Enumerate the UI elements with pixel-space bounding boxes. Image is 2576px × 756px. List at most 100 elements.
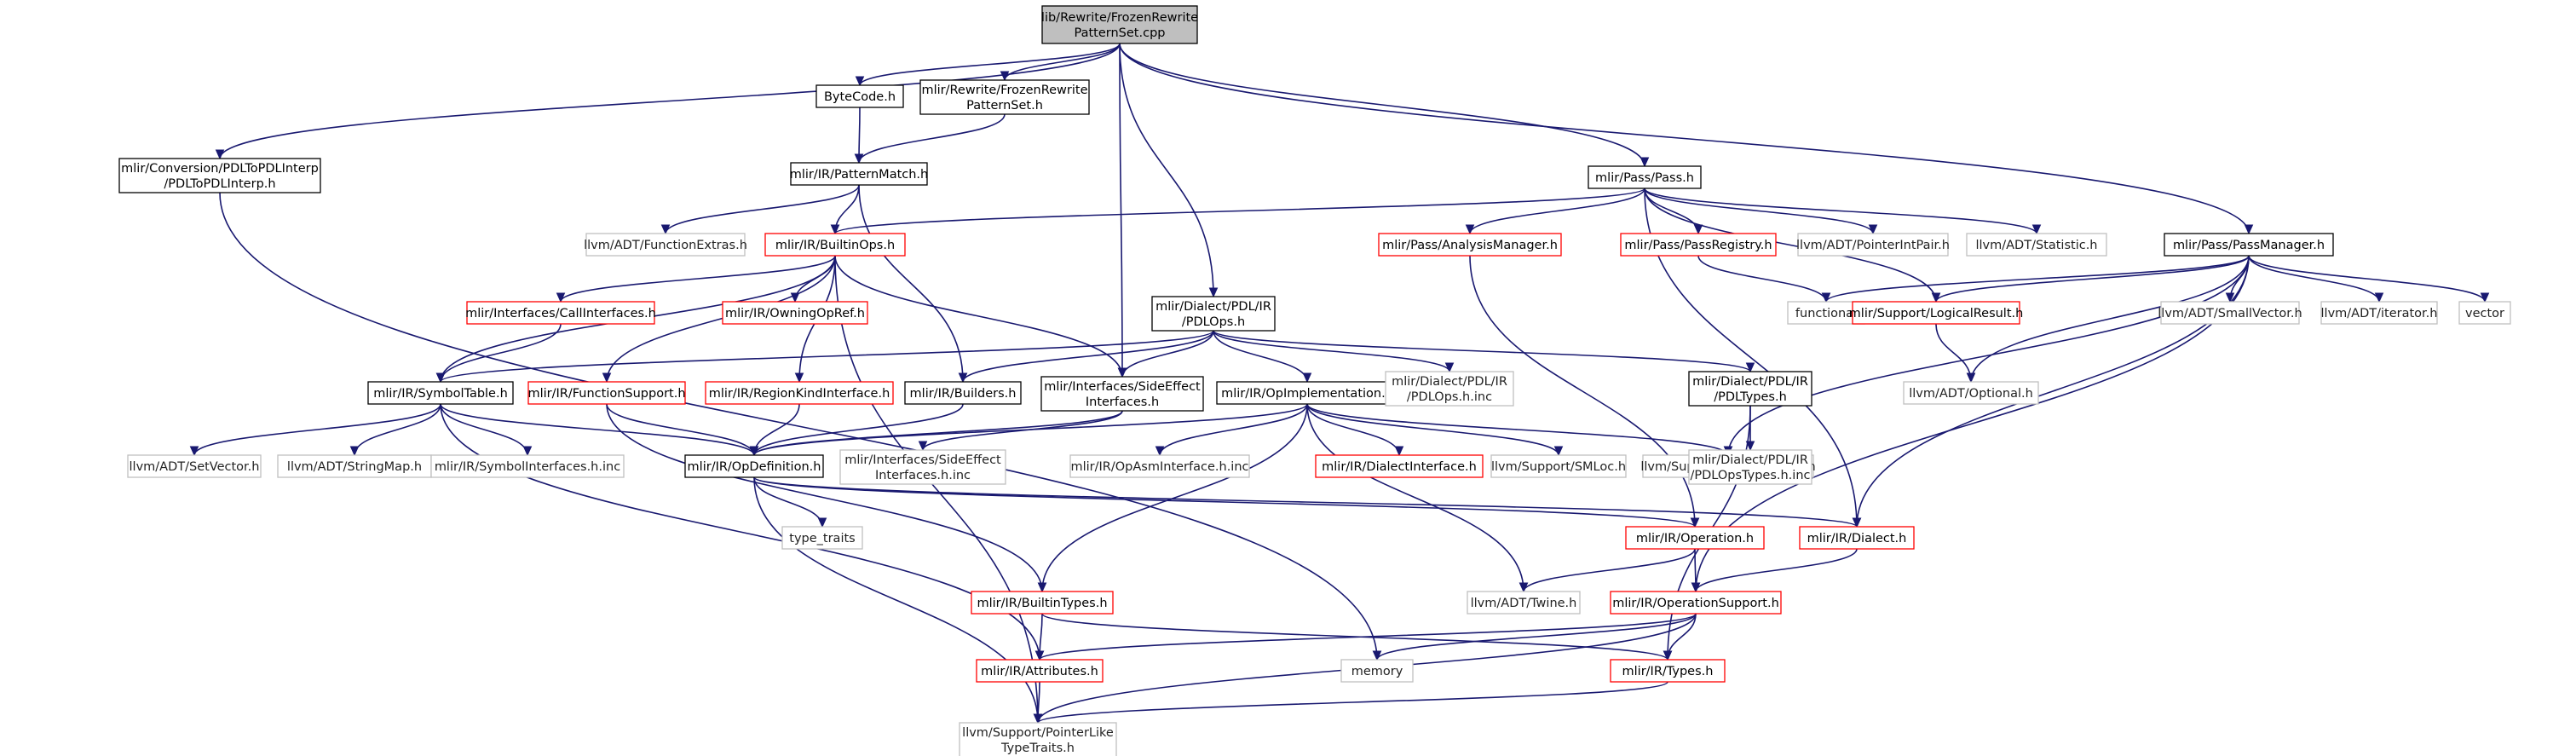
node-box-passregistry xyxy=(1620,233,1777,257)
node-box-sideeffectinc xyxy=(839,449,1006,485)
node-operation[interactable]: mlir/IR/Operation.h xyxy=(1625,526,1765,550)
edge-patternmatch-to-functionextras xyxy=(665,184,860,234)
arrowhead-passmanager-to-vector xyxy=(2480,292,2490,303)
node-pdltypes[interactable]: mlir/Dialect/PDL/IR/PDLTypes.h xyxy=(1688,371,1812,407)
node-patternmatch[interactable]: mlir/IR/PatternMatch.h xyxy=(790,162,928,186)
node-label-dialectinterface-0: mlir/IR/DialectInterface.h xyxy=(1322,460,1477,474)
node-label-frozen_h-1: PatternSet.h xyxy=(966,99,1043,113)
node-pointerintpair: llvm/ADT/PointerIntPair.h xyxy=(1796,233,1950,257)
node-box-opasm xyxy=(1069,454,1250,478)
node-label-operationsupport-0: mlir/IR/OperationSupport.h xyxy=(1612,597,1779,610)
node-builtintypes[interactable]: mlir/IR/BuiltinTypes.h xyxy=(971,591,1114,615)
node-label-patternmatch-0: mlir/IR/PatternMatch.h xyxy=(790,168,928,182)
node-label-iterator-0: llvm/ADT/iterator.h xyxy=(2321,307,2438,320)
node-box-functionsupport xyxy=(527,381,686,405)
node-pdlops[interactable]: mlir/Dialect/PDL/IR/PDLOps.h xyxy=(1151,296,1276,332)
nodes-layer: lib/Rewrite/FrozenRewritePatternSet.cppB… xyxy=(118,5,2511,756)
node-label-twine-0: llvm/ADT/Twine.h xyxy=(1471,597,1577,610)
node-label-types-0: mlir/IR/Types.h xyxy=(1622,665,1714,678)
node-label-pointerintpair-0: llvm/ADT/PointerIntPair.h xyxy=(1796,239,1950,252)
arrowhead-opdefinition-to-type_traits xyxy=(817,517,827,528)
edge-root-to-pdltointerp xyxy=(219,43,1121,159)
node-label-pointerlike-0: llvm/Support/PointerLike xyxy=(962,726,1114,740)
node-regionkind[interactable]: mlir/IR/RegionKindInterface.h xyxy=(705,381,894,405)
node-label-memory-0: memory xyxy=(1351,665,1403,678)
node-label-opasm-0: mlir/IR/OpAsmInterface.h.inc xyxy=(1071,460,1249,474)
node-logicalresult[interactable]: mlir/Support/LogicalResult.h xyxy=(1849,301,2024,325)
node-attributes[interactable]: mlir/IR/Attributes.h xyxy=(976,659,1104,683)
arrowhead-symboltable-to-setvector xyxy=(189,446,199,457)
node-dialectinterface[interactable]: mlir/IR/DialectInterface.h xyxy=(1315,454,1484,478)
node-box-passmanager xyxy=(2164,233,2334,257)
node-functionsupport[interactable]: mlir/IR/FunctionSupport.h xyxy=(527,381,686,405)
arrowhead-operationsupport-to-types xyxy=(1663,650,1673,661)
node-box-functionextras xyxy=(585,233,746,257)
node-pdltointerp[interactable]: mlir/Conversion/PDLToPDLInterp/PDLToPDLI… xyxy=(118,158,321,193)
node-box-smallvector xyxy=(2160,301,2300,325)
node-label-owningopref-0: mlir/IR/OwningOpRef.h xyxy=(725,307,865,320)
edge-pdlops-to-symboltable xyxy=(440,330,1214,383)
edge-builders-to-opdefinition xyxy=(753,403,964,456)
node-label-pdltointerp-0: mlir/Conversion/PDLToPDLInterp xyxy=(121,162,319,176)
node-box-pdlops xyxy=(1151,296,1276,332)
node-opimpl[interactable]: mlir/IR/OpImplementation.h xyxy=(1216,381,1398,405)
edge-pass-to-analysismanager xyxy=(1469,188,1645,234)
node-box-pdltypes xyxy=(1688,371,1812,407)
node-box-dialect xyxy=(1799,526,1915,550)
node-smloc: llvm/Support/SMLoc.h xyxy=(1490,454,1627,478)
node-symboltable[interactable]: mlir/IR/SymbolTable.h xyxy=(367,381,514,405)
node-builtinops[interactable]: mlir/IR/BuiltinOps.h xyxy=(764,233,906,257)
node-passmanager[interactable]: mlir/Pass/PassManager.h xyxy=(2164,233,2334,257)
node-box-builtinops xyxy=(764,233,906,257)
node-box-dialectinterface xyxy=(1315,454,1484,478)
node-box-optional xyxy=(1903,381,2039,405)
node-memory: memory xyxy=(1340,659,1414,683)
arrowhead-pass-to-passregistry xyxy=(1693,224,1703,235)
node-box-pdltointerp xyxy=(118,158,321,193)
edge-passmanager-to-functional xyxy=(1825,255,2250,303)
edge-types-to-pointerlike xyxy=(1037,681,1668,724)
node-pass[interactable]: mlir/Pass/Pass.h xyxy=(1588,165,1702,189)
node-passregistry[interactable]: mlir/Pass/PassRegistry.h xyxy=(1620,233,1777,257)
node-label-frozen_h-0: mlir/Rewrite/FrozenRewrite xyxy=(921,84,1087,97)
node-box-twine xyxy=(1467,591,1581,615)
node-box-smloc xyxy=(1490,454,1627,478)
node-operationsupport[interactable]: mlir/IR/OperationSupport.h xyxy=(1610,591,1782,615)
node-iterator: llvm/ADT/iterator.h xyxy=(2320,301,2438,325)
edge-passmanager-to-raw_ostream xyxy=(1727,255,2250,456)
node-dialect[interactable]: mlir/IR/Dialect.h xyxy=(1799,526,1915,550)
node-bytecode[interactable]: ByteCode.h xyxy=(815,84,904,108)
node-box-stringmap xyxy=(277,454,432,478)
arrowhead-pass-to-builtinops xyxy=(830,224,840,235)
node-box-callinterfaces xyxy=(466,301,655,325)
arrowhead-passmanager-to-logicalresult xyxy=(1931,292,1941,303)
edge-opimpl-to-opdefinition xyxy=(753,403,1308,456)
node-builders[interactable]: mlir/IR/Builders.h xyxy=(904,381,1022,405)
edge-pass-to-logicalresult xyxy=(1644,188,1937,303)
edge-root-to-pass xyxy=(1119,43,1645,167)
edge-passmanager-to-optional xyxy=(1970,255,2250,383)
node-box-setvector xyxy=(127,454,262,478)
arrowhead-operationsupport-to-memory xyxy=(1372,650,1382,661)
arrowhead-root-to-pass xyxy=(1640,157,1650,168)
node-box-builtintypes xyxy=(971,591,1114,615)
edge-opdefinition-to-operation xyxy=(753,476,1696,528)
node-box-type_traits xyxy=(781,526,863,550)
node-types[interactable]: mlir/IR/Types.h xyxy=(1610,659,1726,683)
arrowhead-opdefinition-to-dialect xyxy=(1852,517,1862,528)
arrowhead-pdlops-to-sideeffect xyxy=(1117,367,1127,378)
node-box-vector xyxy=(2458,301,2511,325)
node-opdefinition[interactable]: mlir/IR/OpDefinition.h xyxy=(684,454,824,478)
node-callinterfaces[interactable]: mlir/Interfaces/CallInterfaces.h xyxy=(465,301,656,325)
node-box-symbolinc xyxy=(430,454,625,478)
arrowhead-passmanager-to-smallvector xyxy=(2225,292,2235,303)
node-analysismanager[interactable]: mlir/Pass/AnalysisManager.h xyxy=(1378,233,1562,257)
node-label-pdlopstypesinc-1: /PDLOpsTypes.h.inc xyxy=(1691,469,1811,482)
arrowhead-root-to-pdlops xyxy=(1208,287,1219,298)
node-owningopref[interactable]: mlir/IR/OwningOpRef.h xyxy=(722,301,868,325)
node-stringmap: llvm/ADT/StringMap.h xyxy=(277,454,432,478)
